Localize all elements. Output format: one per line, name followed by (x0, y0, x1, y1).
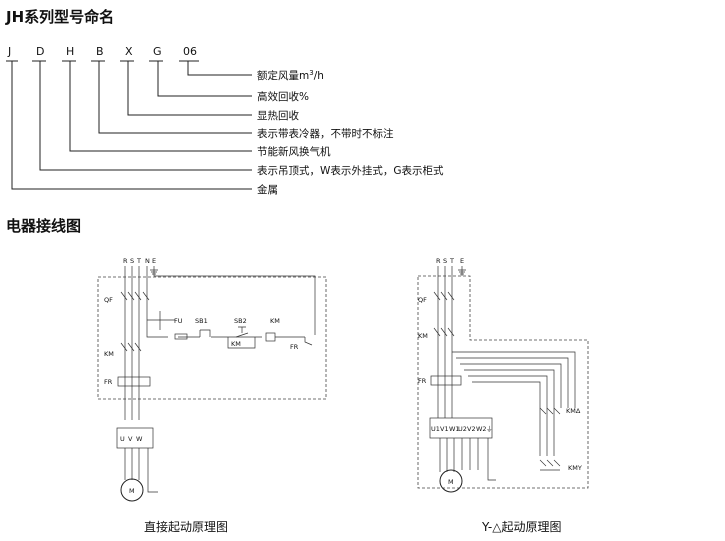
direct-term-v: V (128, 435, 133, 443)
star-delta-diagram: R S T E QF KM FR KMΔ KMY U1 V1 W1 U2 V2 … (417, 257, 589, 493)
naming-title: JH系列型号命名 (6, 8, 115, 26)
sd-block-ground: ⏚ (486, 425, 493, 433)
sd-motor-icon (439, 469, 463, 493)
desc-metal: 金属 (257, 183, 278, 196)
desc-cooler: 表示带表冷器，不带时不标注 (257, 127, 394, 140)
sd-block-v1: V1 (440, 425, 449, 433)
direct-start-caption: 直接起动原理图 (144, 520, 229, 534)
direct-label-km: KM (104, 350, 114, 358)
direct-term-w: W (136, 435, 143, 443)
star-delta-outline (417, 275, 589, 489)
desc-mount-type: 表示吊顶式，W表示外挂式，G表示柜式 (257, 164, 444, 177)
sd-motor-label: M (448, 478, 454, 486)
direct-label-sb1: SB1 (195, 317, 208, 325)
direct-label-km-aux: KM (231, 340, 241, 348)
sd-block-u1: U1 (431, 425, 440, 433)
direct-term-n: N (145, 257, 150, 265)
desc-ventilator: 节能新风换气机 (257, 145, 331, 158)
sd-term-s: S (443, 257, 447, 265)
direct-ground-icon (150, 269, 158, 275)
sd-label-kmd: KMΔ (566, 407, 581, 415)
sd-block-v2: V2 (467, 425, 476, 433)
sd-label-km: KM (418, 332, 428, 340)
sd-label-kmy: KMY (568, 464, 582, 472)
sd-term-e: E (460, 257, 464, 265)
direct-label-sb2: SB2 (234, 317, 247, 325)
sd-term-r: R (436, 257, 441, 265)
desc-rated-airflow: 额定风量m3/h (257, 69, 324, 82)
code-letter-j: J (7, 45, 11, 58)
sd-label-fr: FR (418, 377, 427, 385)
direct-start-diagram: R S T N E QF KM FR FU SB1 SB2 KM KM FR U… (97, 257, 327, 502)
code-letter-06: 06 (183, 45, 197, 58)
direct-motor-icon (120, 478, 144, 502)
code-letter-h: H (66, 45, 74, 58)
sd-label-qf: QF (418, 296, 427, 304)
direct-label-fu: FU (174, 317, 183, 325)
code-letter-d: D (36, 45, 44, 58)
sd-block-u2: U2 (458, 425, 467, 433)
star-delta-caption: Y-△起动原理图 (482, 520, 562, 534)
direct-label-fr-contact: FR (290, 343, 299, 351)
sd-term-t: T (449, 257, 454, 265)
fuse-icon (174, 333, 188, 340)
direct-term-r: R (123, 257, 128, 265)
code-letter-b: B (96, 45, 104, 58)
km-coil-icon (265, 332, 276, 342)
sd-ground-icon (458, 269, 466, 275)
wiring-title: 电器接线图 (6, 217, 82, 235)
direct-term-u: U (120, 435, 125, 443)
sd-block-w1: W1 (449, 425, 460, 433)
direct-term-t: T (136, 257, 141, 265)
direct-motor-label: M (129, 487, 135, 495)
direct-label-qf: QF (104, 296, 113, 304)
desc-high-efficiency: 高效回收% (257, 90, 309, 103)
sd-block-w2: W2 (476, 425, 487, 433)
naming-tree: J D H B X G 06 额定风量m3/h 高效回收% 显热回收 表示带表冷… (6, 45, 444, 196)
direct-term-s: S (130, 257, 134, 265)
desc-sensible-heat: 显热回收 (257, 109, 299, 122)
direct-label-km-coil: KM (270, 317, 280, 325)
direct-term-e: E (152, 257, 156, 265)
code-letter-x: X (125, 45, 133, 58)
direct-label-fr: FR (104, 378, 113, 386)
code-letter-g: G (153, 45, 162, 58)
